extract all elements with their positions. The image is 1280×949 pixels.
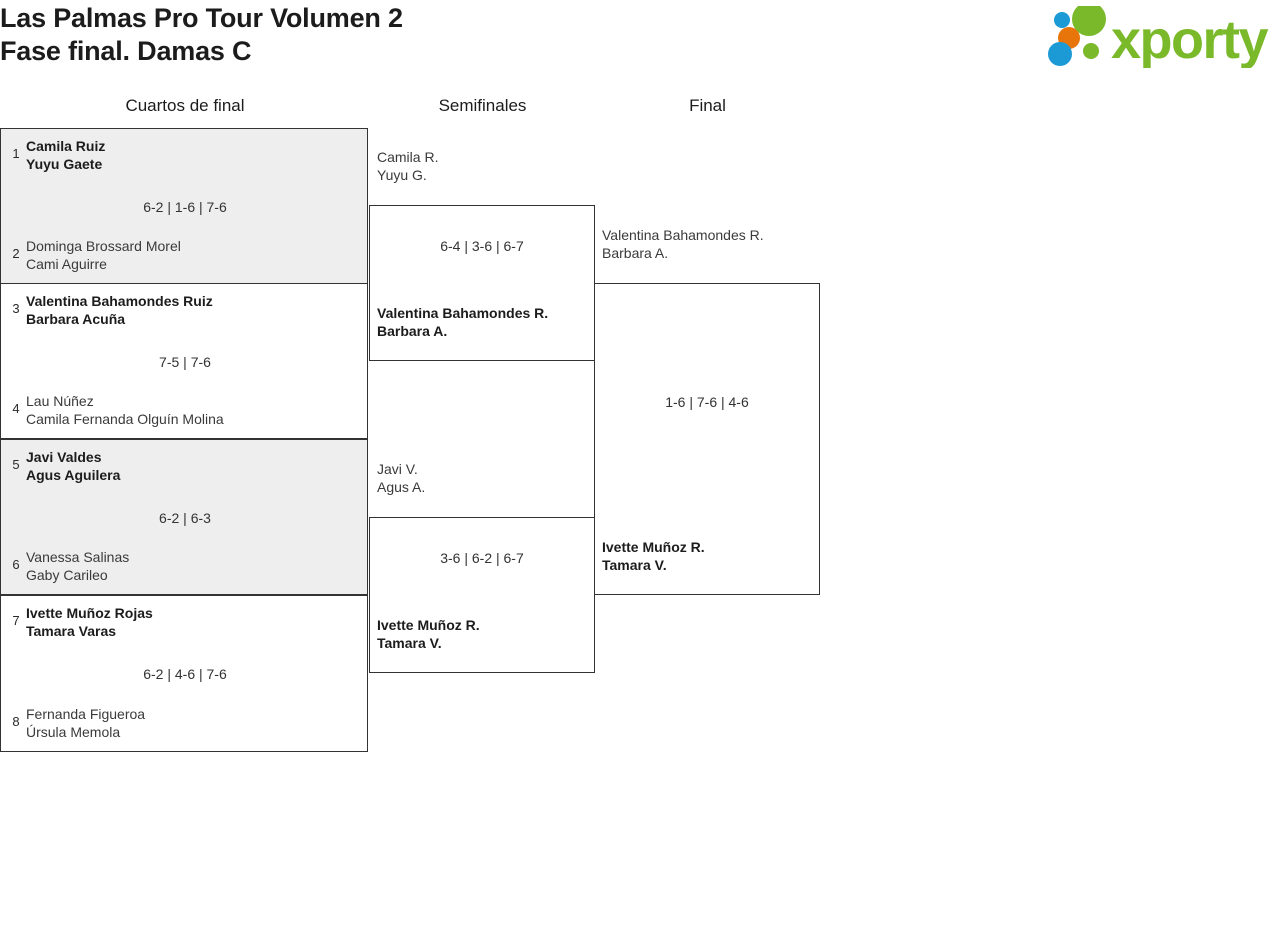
player-names: Ivette Muñoz Rojas Tamara Varas: [26, 605, 153, 639]
match-qf2-team-bottom: 4 Lau Núñez Camila Fernanda Olguín Molin…: [1, 390, 369, 432]
match-qf4-team-bottom: 8 Fernanda Figueroa Úrsula Memola: [1, 703, 369, 745]
seed-number: 7: [12, 613, 20, 628]
logo-dot-green-large: [1072, 6, 1106, 36]
final-team-bottom-champion: Ivette Muñoz R. Tamara V.: [602, 539, 705, 573]
page-title: Las Palmas Pro Tour Volumen 2 Fase final…: [0, 2, 403, 68]
match-score: 6-2 | 4-6 | 7-6: [143, 666, 227, 682]
match-qf1-team-top: 1 Camila Ruiz Yuyu Gaete: [1, 135, 369, 177]
logo-wordmark: xporty: [1111, 10, 1269, 68]
page-header: Las Palmas Pro Tour Volumen 2 Fase final…: [0, 0, 1280, 90]
match-score: 3-6 | 6-2 | 6-7: [440, 550, 524, 566]
player-names: Lau Núñez Camila Fernanda Olguín Molina: [26, 393, 224, 427]
player-names: Dominga Brossard Morel Cami Aguirre: [26, 238, 181, 272]
match-final[interactable]: 1-6 | 7-6 | 4-6 Ivette Muñoz R. Tamara V…: [594, 283, 820, 595]
logo-dot-blue-top: [1054, 12, 1070, 28]
round-header-semifinals: Semifinales: [438, 96, 527, 115]
match-quarterfinal-4[interactable]: 7 Ivette Muñoz Rojas Tamara Varas 6-2 | …: [0, 595, 368, 752]
seed-number: 1: [12, 146, 20, 161]
player-names: Vanessa Salinas Gaby Carileo: [26, 549, 130, 583]
semifinal-2-team-top: Javi V. Agus A.: [377, 461, 426, 495]
seed-number: 5: [12, 457, 20, 472]
player-names: Camila Ruiz Yuyu Gaete: [26, 138, 106, 172]
logo-dot-green-small: [1083, 43, 1099, 59]
match-score: 6-4 | 3-6 | 6-7: [440, 238, 524, 254]
match-semifinal-1[interactable]: 6-4 | 3-6 | 6-7 Valentina Bahamondes R. …: [369, 205, 595, 361]
tournament-bracket: 1 Camila Ruiz Yuyu Gaete 6-2 | 1-6 | 7-6…: [0, 128, 1280, 768]
match-score: 6-2 | 1-6 | 7-6: [143, 199, 227, 215]
match-qf3-team-top: 5 Javi Valdes Agus Aguilera: [1, 446, 369, 488]
match-qf3-team-bottom: 6 Vanessa Salinas Gaby Carileo: [1, 546, 369, 588]
match-score: 1-6 | 7-6 | 4-6: [665, 394, 749, 410]
match-quarterfinal-3[interactable]: 5 Javi Valdes Agus Aguilera 6-2 | 6-3 6 …: [0, 439, 368, 595]
final-team-top: Valentina Bahamondes R. Barbara A.: [602, 227, 764, 261]
player-names: Javi Valdes Agus Aguilera: [26, 449, 121, 483]
seed-number: 4: [12, 401, 20, 416]
player-names: Fernanda Figueroa Úrsula Memola: [26, 706, 146, 740]
match-qf4-team-top: 7 Ivette Muñoz Rojas Tamara Varas: [1, 602, 369, 644]
seed-number: 2: [12, 246, 20, 261]
logo-dot-blue-bottom: [1048, 42, 1072, 66]
match-score: 6-2 | 6-3: [159, 510, 211, 526]
semifinal-1-team-top: Camila R. Yuyu G.: [377, 149, 439, 183]
match-qf2-team-top: 3 Valentina Bahamondes Ruiz Barbara Acuñ…: [1, 290, 369, 332]
semifinal-2-team-bottom: Ivette Muñoz R. Tamara V.: [377, 617, 480, 651]
tournament-name: Las Palmas Pro Tour Volumen 2: [0, 3, 403, 33]
match-semifinal-2[interactable]: 3-6 | 6-2 | 6-7 Ivette Muñoz R. Tamara V…: [369, 517, 595, 673]
round-header-final: Final: [689, 96, 726, 115]
match-quarterfinal-2[interactable]: 3 Valentina Bahamondes Ruiz Barbara Acuñ…: [0, 283, 368, 439]
match-quarterfinal-1[interactable]: 1 Camila Ruiz Yuyu Gaete 6-2 | 1-6 | 7-6…: [0, 128, 368, 284]
player-names: Valentina Bahamondes Ruiz Barbara Acuña: [26, 293, 213, 327]
match-qf1-team-bottom: 2 Dominga Brossard Morel Cami Aguirre: [1, 235, 369, 277]
semifinal-1-team-bottom: Valentina Bahamondes R. Barbara A.: [377, 305, 549, 339]
round-header-quarterfinals: Cuartos de final: [125, 96, 245, 115]
seed-number: 8: [12, 714, 20, 729]
tournament-phase: Fase final. Damas C: [0, 36, 252, 66]
seed-number: 6: [12, 557, 20, 572]
seed-number: 3: [12, 301, 20, 316]
xporty-logo[interactable]: xporty: [1048, 6, 1278, 68]
match-score: 7-5 | 7-6: [159, 354, 211, 370]
